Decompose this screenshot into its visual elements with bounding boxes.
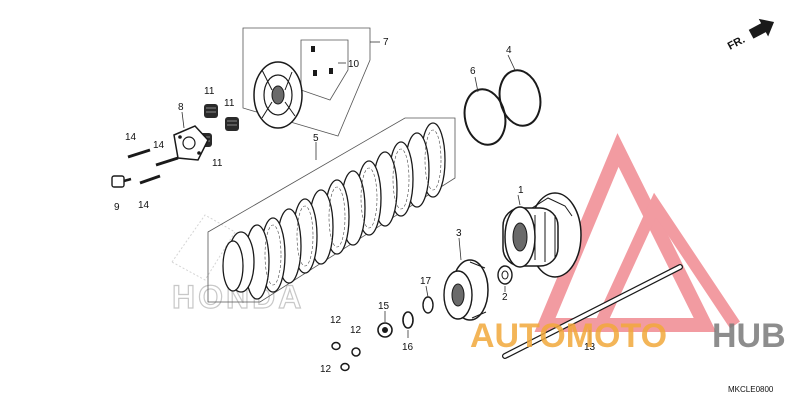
callout-14-c: 14 [138,200,150,211]
callout-labels: 1 2 3 4 5 6 7 8 9 10 11 11 11 12 12 12 1… [114,37,596,375]
clutch-plate-box [207,117,456,303]
watermark-hub: HUB [712,317,786,355]
lifter-plate [253,61,303,129]
callout-11-a: 11 [204,86,215,97]
o-ring-4 [498,69,542,127]
o-ring-6 [463,88,507,146]
pushrod [502,264,683,359]
callout-17: 17 [420,276,432,287]
callout-11-c: 11 [212,158,223,169]
callout-7: 7 [383,37,389,48]
callout-2: 2 [502,292,508,303]
bolts [127,148,179,185]
lock-nut-15 [377,322,393,338]
leader-lines [181,41,591,345]
watermark-automoto: AUTOMOTO [470,317,667,355]
front-label: FR. [726,34,747,53]
clutch-disc-stack [222,122,446,300]
cover-assembly-box [242,27,371,137]
callout-14-b: 14 [153,140,165,151]
callout-5: 5 [313,133,319,144]
front-direction-indicator: FR. [726,18,775,53]
diagram-code: MKCLE0800 [728,385,774,394]
lifter-bearing-pins [311,46,333,76]
callout-11-b: 11 [224,98,235,109]
callout-3: 3 [456,228,462,239]
bolt-9 [111,175,132,188]
clutch-outer [502,192,582,278]
clutch-disc-friction-marks [264,129,442,286]
rings-12 [331,341,361,372]
lifter-cover-plate [173,125,209,161]
watermark-text: AUTOMOTO HUB [470,317,786,355]
callout-13: 13 [584,342,596,353]
callout-15: 15 [378,301,390,312]
callout-12-c: 12 [320,364,332,375]
callout-1: 1 [518,185,524,196]
callout-6: 6 [470,66,476,77]
washer-2 [497,265,513,285]
callout-12-a: 12 [330,315,342,326]
callout-9: 9 [114,202,120,213]
callout-16: 16 [402,342,414,353]
washer-16 [402,311,414,329]
thrust-washer-17 [422,296,434,314]
callout-10: 10 [348,59,360,70]
callout-12-b: 12 [350,325,362,336]
callout-14-a: 14 [125,132,137,143]
callout-8: 8 [178,102,184,113]
callout-4: 4 [506,45,512,56]
clutch-center [443,259,489,321]
